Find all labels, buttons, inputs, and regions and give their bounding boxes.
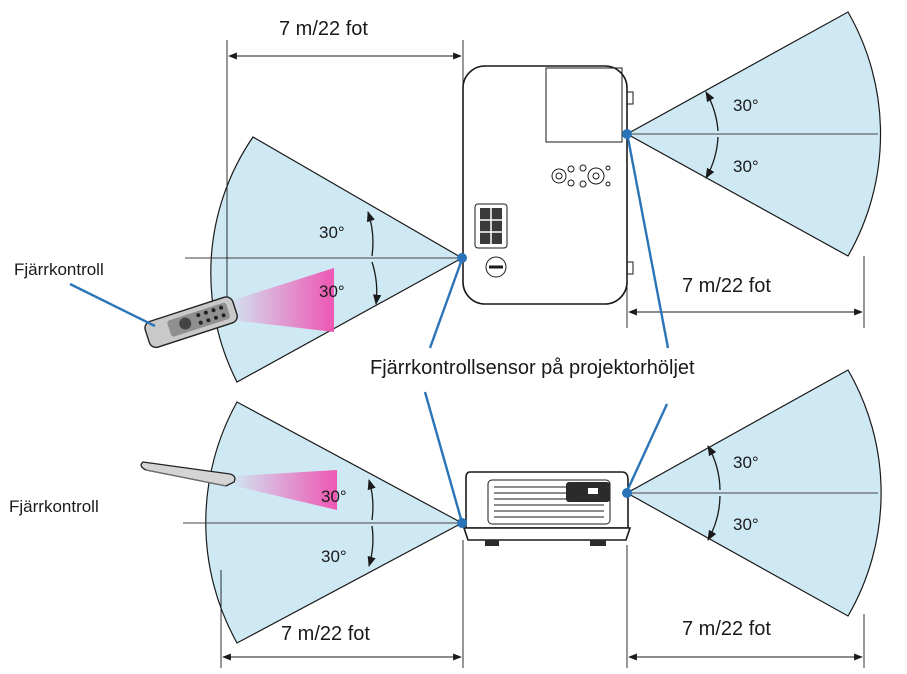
bottom-front-cone (183, 401, 464, 644)
bottom-rear-cone (625, 369, 882, 617)
bottom-remote (140, 461, 337, 510)
bottom-right-distance-label: 7 m/22 fot (682, 618, 771, 640)
top-front-angle-lower: 30° (319, 282, 345, 301)
top-rear-sensor (622, 129, 632, 139)
sensor-leader-top-front (428, 261, 463, 349)
bottom-remote-label: Fjärrkontroll (9, 497, 99, 516)
top-rear-angle-upper: 30° (733, 96, 759, 115)
projector-side-view (462, 471, 632, 546)
top-front-angle-upper: 30° (319, 223, 345, 242)
sensor-caption: Fjärrkontrollsensor på projektorhöljet (370, 357, 695, 379)
top-rear-angle-lower: 30° (733, 157, 759, 176)
top-left-distance-label: 7 m/22 fot (279, 18, 368, 40)
bottom-front-angle-lower: 30° (321, 547, 347, 566)
bottom-rear-angle-lower: 30° (733, 515, 759, 534)
bottom-rear-sensor (622, 488, 632, 498)
sensor-leader-bottom-rear (626, 403, 669, 490)
sensor-leader-bottom-front (423, 391, 463, 520)
bottom-left-distance-label: 7 m/22 fot (281, 623, 370, 645)
bottom-right-dimension: 7 m/22 fot (626, 545, 865, 668)
top-rear-cone (625, 11, 882, 257)
top-remote-label: Fjärrkontroll (14, 260, 104, 279)
bottom-front-angle-upper: 30° (321, 487, 347, 506)
top-remote (144, 268, 334, 349)
projector-top-view (462, 65, 634, 305)
bottom-rear-angle-upper: 30° (733, 453, 759, 472)
sensor-leader-top-rear (626, 137, 670, 349)
bottom-front-sensor (457, 518, 467, 528)
top-remote-leader (69, 282, 156, 328)
top-front-sensor (457, 253, 467, 263)
top-left-dimension: 7 m/22 fot (226, 18, 464, 310)
bottom-left-dimension: 7 m/22 fot (220, 540, 464, 668)
top-right-distance-label: 7 m/22 fot (682, 275, 771, 297)
